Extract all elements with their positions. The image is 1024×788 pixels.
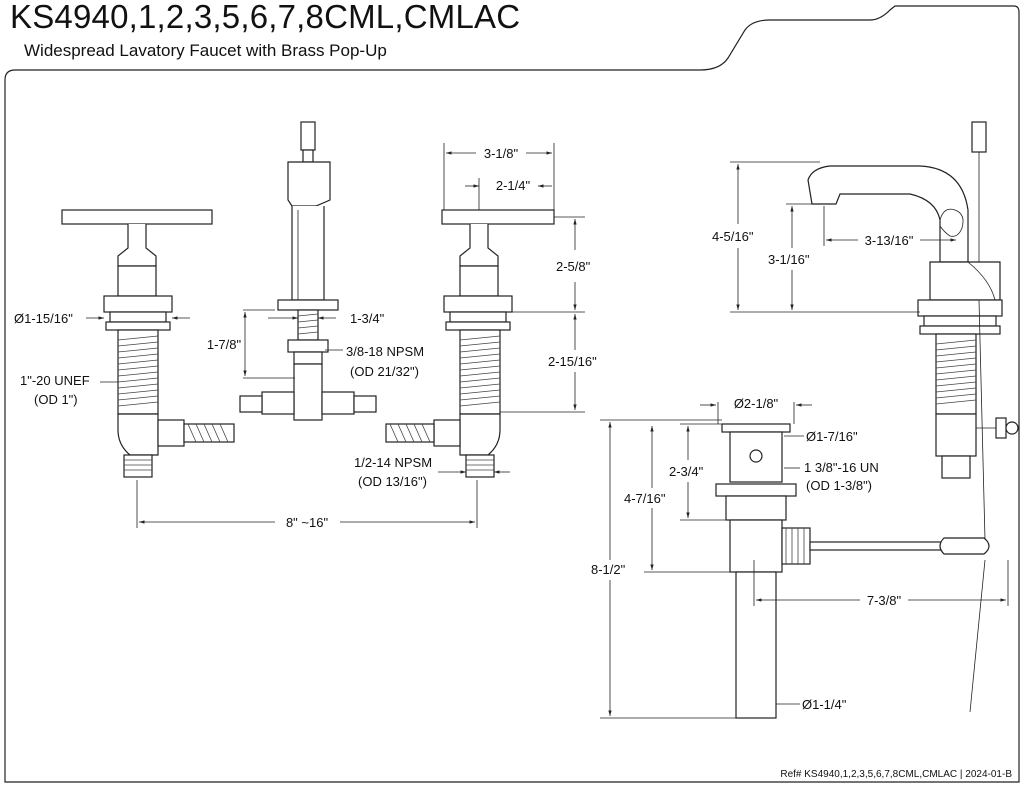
popup-drain: [715, 423, 990, 719]
dim-3-8-npsm: 3/8-18 NPSM: [346, 344, 424, 359]
ref-number: Ref# KS4940,1,2,3,5,6,7,8CML,CMLAC: [780, 769, 958, 780]
dim-dia-1-1-4: Ø1-1/4": [802, 697, 847, 712]
dim-8-1-2: 8-1/2": [591, 562, 626, 577]
dim-1-3-4: 1-3/4": [350, 311, 385, 326]
revision-date: 2024-01-B: [965, 769, 1012, 780]
page-title: KS4940,1,2,3,5,6,7,8CML,CMLAC: [10, 0, 521, 35]
dim-od-21-32: (OD 21/32"): [350, 364, 419, 379]
dim-dia-2-1-8: Ø2-1/8": [734, 396, 779, 411]
dim-4-7-16: 4-7/16": [624, 491, 666, 506]
dim-dia-1-7-16: Ø1-7/16": [806, 429, 858, 444]
dim-od-1: (OD 1"): [34, 392, 78, 407]
dim-1-2-npsm: 1/2-14 NPSM: [354, 455, 432, 470]
dim-3-1-8: 3-1/8": [484, 146, 519, 161]
dim-2-1-4: 2-1/4": [496, 178, 531, 193]
side-view-faucet: [807, 121, 1019, 713]
dim-unef: 1"-20 UNEF: [20, 373, 90, 388]
dim-spread: 8" ~16": [286, 515, 329, 530]
dim-dia-1-15-16: Ø1-15/16": [14, 311, 73, 326]
dim-7-3-8: 7-3/8": [867, 593, 902, 608]
dim-2-3-4: 2-3/4": [669, 464, 704, 479]
dim-od-13-16: (OD 13/16"): [358, 474, 427, 489]
separator: |: [959, 769, 966, 780]
dimension-labels: Ø1-15/16" 1-3/4" 1-7/8" 3/8-18 NPSM (OD …: [14, 146, 914, 712]
dim-1-7-8: 1-7/8": [207, 337, 242, 352]
right-handle-valve: [385, 209, 555, 478]
footer-ref: Ref# KS4940,1,2,3,5,6,7,8CML,CMLAC | 202…: [780, 769, 1012, 780]
page-subtitle: Widespread Lavatory Faucet with Brass Po…: [24, 41, 387, 60]
left-handle-valve: [61, 209, 235, 478]
dim-4-5-16: 4-5/16": [712, 229, 754, 244]
center-spout: [239, 121, 377, 421]
dim-1-3-8-16-un: 1 3/8"-16 UN: [804, 460, 879, 475]
dim-od-1-3-8: (OD 1-3/8"): [806, 478, 872, 493]
dim-3-13-16: 3-13/16": [865, 233, 914, 248]
dim-2-15-16: 2-15/16": [548, 354, 597, 369]
dimension-lines: [86, 143, 1009, 719]
drawing-border: [4, 5, 1020, 783]
dim-2-5-8: 2-5/8": [556, 259, 591, 274]
dim-3-1-16: 3-1/16": [768, 252, 810, 267]
